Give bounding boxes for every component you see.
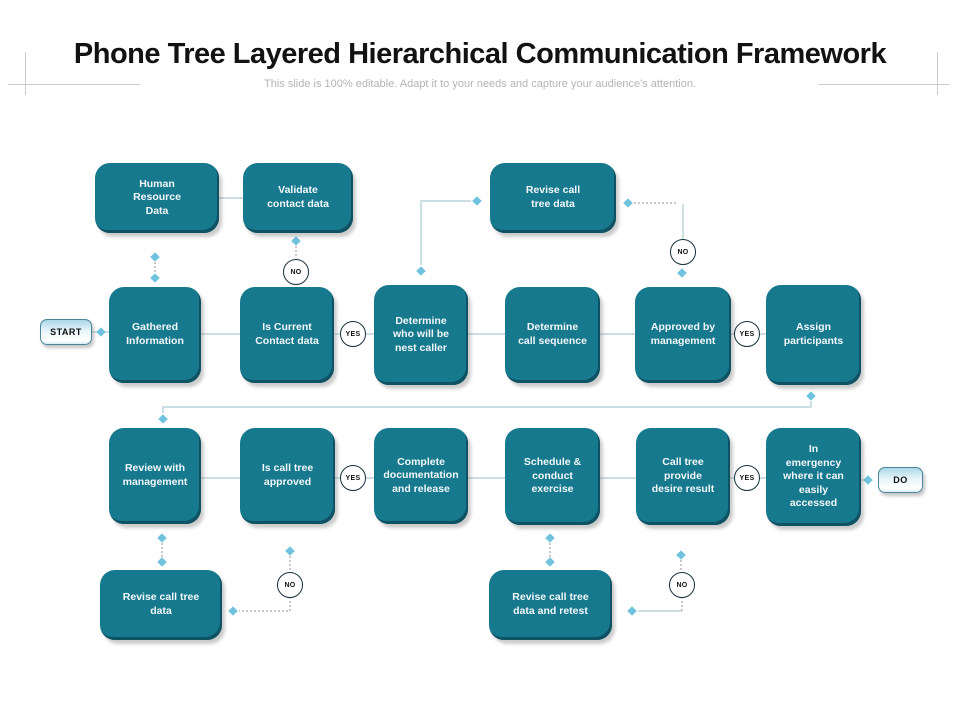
node-approved-by-management: Approved by management bbox=[635, 287, 731, 383]
node-revise-call-tree-data-bottom: Revise call tree data bbox=[100, 570, 222, 640]
node-is-current-contact-data: Is Current Contact data bbox=[240, 287, 334, 383]
node-review-with-management: Review with management bbox=[109, 428, 201, 524]
dotted-connectors bbox=[154, 202, 683, 612]
node-human-resource-data: Human Resource Data bbox=[95, 163, 219, 233]
node-call-tree-provide-desire-result: Call tree provide desire result bbox=[636, 428, 730, 525]
yes-circle-1: YES bbox=[340, 321, 366, 347]
node-in-emergency-easily-accessed: In emergency where it can easily accesse… bbox=[766, 428, 861, 526]
start-badge: START bbox=[40, 319, 92, 345]
node-revise-call-tree-data-and-retest: Revise call tree data and retest bbox=[489, 570, 612, 640]
yes-circle-3: YES bbox=[340, 465, 366, 491]
node-schedule-conduct-exercise: Schedule & conduct exercise bbox=[505, 428, 600, 525]
no-circle-3: NO bbox=[277, 572, 303, 598]
node-is-call-tree-approved: Is call tree approved bbox=[240, 428, 335, 524]
title-decor-line-left-horizontal bbox=[8, 84, 140, 85]
do-badge: DO bbox=[878, 467, 923, 493]
no-circle-1: NO bbox=[283, 259, 309, 285]
no-circle-2: NO bbox=[670, 239, 696, 265]
page-title: Phone Tree Layered Hierarchical Communic… bbox=[73, 38, 887, 70]
title-decor-line-left-vertical bbox=[25, 52, 26, 95]
yes-circle-4: YES bbox=[734, 465, 760, 491]
node-determine-call-sequence: Determine call sequence bbox=[505, 287, 600, 383]
title-decor-line-right-horizontal bbox=[818, 84, 950, 85]
title-decor-line-right-vertical bbox=[937, 52, 938, 95]
node-complete-documentation-and-release: Complete documentation and release bbox=[374, 428, 468, 524]
node-revise-call-tree-data-top: Revise call tree data bbox=[490, 163, 616, 233]
node-validate-contact-data: Validate contact data bbox=[243, 163, 353, 233]
no-circle-4: NO bbox=[669, 572, 695, 598]
node-determine-who-will-be-nest-caller: Determine who will be nest caller bbox=[374, 285, 468, 385]
yes-circle-2: YES bbox=[734, 321, 760, 347]
node-assign-participants: Assign participants bbox=[766, 285, 861, 385]
page-subtitle: This slide is 100% editable. Adapt it to… bbox=[264, 78, 696, 90]
node-gathered-information: Gathered Information bbox=[109, 287, 201, 383]
connector-diamond-markers bbox=[96, 196, 873, 616]
solid-connectors bbox=[92, 197, 872, 612]
